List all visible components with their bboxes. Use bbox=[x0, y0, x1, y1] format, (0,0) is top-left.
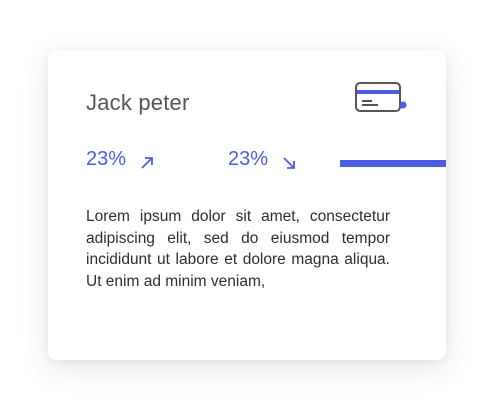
progress-fill bbox=[340, 160, 446, 167]
card-description: Lorem ipsum dolor sit amet, consectetur … bbox=[86, 208, 390, 290]
arrow-down-right-icon bbox=[282, 153, 296, 169]
stat-value: 23% bbox=[86, 148, 127, 170]
credit-card-icon bbox=[354, 81, 418, 115]
card-name: Jack peter bbox=[86, 90, 190, 115]
stat-increase: 23% bbox=[86, 148, 154, 171]
arrow-up-right-icon bbox=[140, 153, 154, 169]
profile-card: Jack peter 23% 23% bbox=[48, 50, 446, 360]
stat-value: 23% bbox=[228, 148, 269, 170]
stat-decrease: 23% bbox=[228, 148, 296, 171]
progress-bar bbox=[340, 160, 446, 167]
